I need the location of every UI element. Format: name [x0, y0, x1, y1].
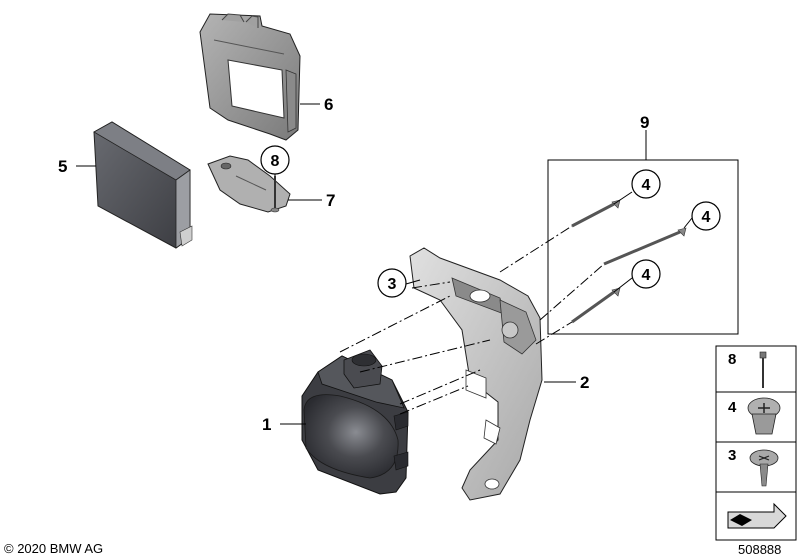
- direction-arrow-icon: [727, 502, 787, 529]
- diagram-id-text: 508888: [738, 542, 782, 557]
- blind-rivet: [270, 176, 280, 213]
- legend-label-3: 3: [728, 447, 736, 464]
- copyright-text: © 2020 BMW AG: [4, 541, 104, 556]
- callout-4a-label: 4: [642, 177, 651, 194]
- legend-row-rivet: 8: [728, 351, 767, 388]
- callout-4c-label: 4: [642, 267, 651, 284]
- callout-4a-circle: 4: [631, 169, 661, 199]
- blind-rivet-icon: [759, 351, 767, 388]
- expanding-screw-4a: [571, 199, 621, 228]
- callout-7-label: 7: [326, 191, 335, 210]
- torx-screw-icon: [749, 449, 779, 487]
- callout-8-label: 8: [271, 153, 280, 170]
- expanding-screw-4b: [603, 227, 687, 266]
- callout-1-label: 1: [262, 415, 271, 434]
- control-unit-module: [93, 121, 193, 249]
- callout-4b-label: 4: [702, 209, 711, 226]
- main-bracket: [409, 247, 543, 501]
- callout-3-circle: 3: [377, 268, 407, 298]
- kit-9-box: [547, 159, 739, 335]
- callout-4b-circle: 4: [691, 201, 721, 231]
- legend-row-screw: 3: [728, 447, 779, 487]
- callout-3-label: 3: [388, 276, 397, 293]
- small-bracket: [207, 155, 291, 213]
- legend-row-nut: 4: [728, 397, 781, 435]
- assembly-lines: [339, 225, 605, 415]
- expanding-nut-icon: [747, 397, 781, 435]
- callout-4c-circle: 4: [631, 259, 661, 289]
- legend-panel: 8 4 3: [715, 345, 797, 541]
- holder-frame: [199, 13, 301, 141]
- callout-2-label: 2: [580, 373, 589, 392]
- expanding-screw-4c: [571, 287, 621, 324]
- legend-label-4: 4: [728, 399, 737, 416]
- callout-6-label: 6: [324, 95, 333, 114]
- radar-sensor: [301, 349, 409, 495]
- callout-5-label: 5: [58, 157, 67, 176]
- leader-lines: [76, 103, 693, 425]
- legend-label-8: 8: [728, 351, 736, 368]
- callout-8-circle: 8: [260, 145, 290, 175]
- callout-9-label: 9: [640, 113, 649, 132]
